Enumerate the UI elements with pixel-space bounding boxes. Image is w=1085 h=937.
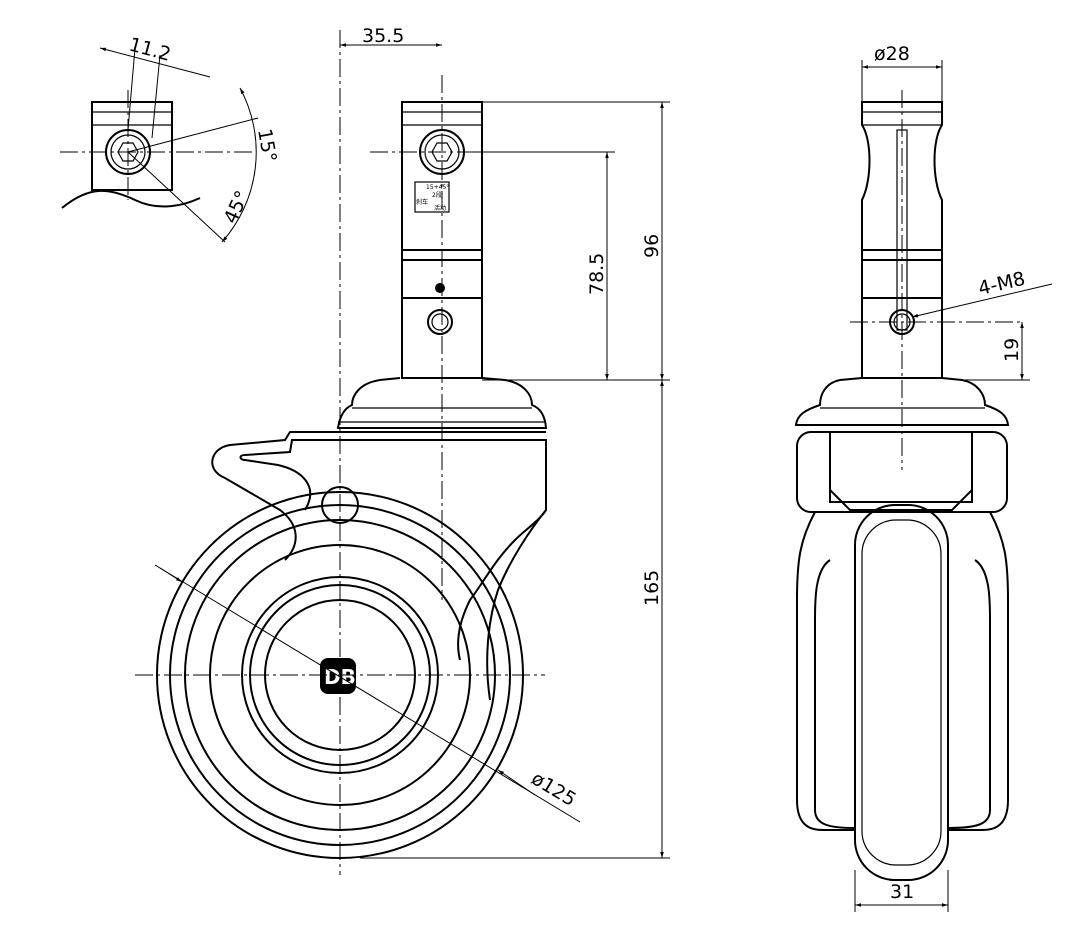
dim-hole-height-side: 19	[1001, 338, 1023, 362]
dim-stem-height: 96	[641, 234, 663, 258]
front-view: 15+45° 2段 刹车 活动 DB 35.5	[135, 25, 670, 875]
dim-offset: 35.5	[362, 25, 404, 47]
svg-text:活动: 活动	[434, 204, 446, 212]
dim-wheel-width: 31	[890, 881, 914, 903]
dim-angle-45: 45°	[220, 187, 254, 227]
side-view: ø28 4-M8 19 31	[794, 43, 1053, 912]
dim-hole-height: 78.5	[586, 253, 608, 295]
tyre-outline	[854, 504, 949, 881]
dim-thread: 4-M8	[976, 268, 1027, 300]
svg-text:2段: 2段	[432, 191, 442, 199]
detail-view: 11.2 15° 45°	[60, 34, 281, 243]
dim-wheel-diameter: ø125	[527, 767, 579, 811]
dim-angle-15: 15°	[253, 127, 281, 164]
direction-label	[414, 181, 450, 213]
dim-stem-diameter: ø28	[874, 43, 910, 65]
svg-text:刹车: 刹车	[416, 198, 428, 206]
svg-text:15+45°: 15+45°	[426, 184, 449, 191]
dim-total-height: 165	[641, 570, 663, 606]
